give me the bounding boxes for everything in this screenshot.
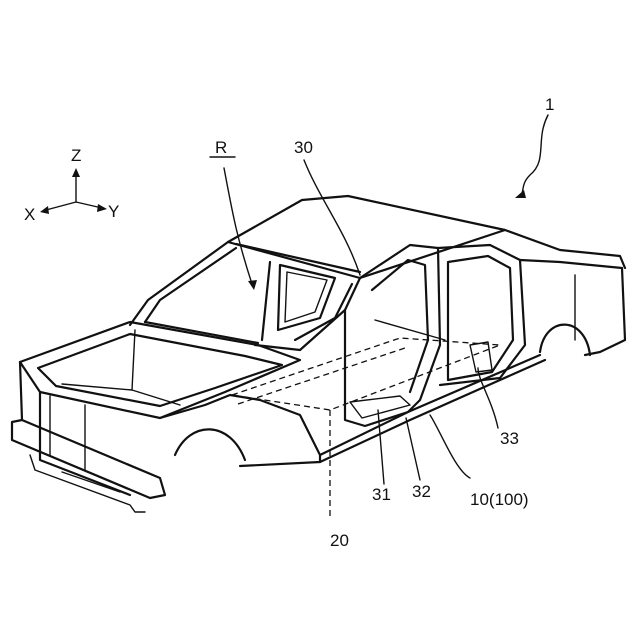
rear-quarter <box>520 260 625 355</box>
leader-1 <box>520 115 548 196</box>
left-a-pillar-inner <box>145 248 236 322</box>
vehicle-body <box>12 196 625 512</box>
leader-10 <box>430 415 470 478</box>
front-wheel-arch <box>175 429 245 460</box>
y-axis-arrowhead <box>97 204 107 212</box>
rear-wheel-arch <box>540 325 590 355</box>
front-left-post <box>20 362 22 420</box>
label-pillar: 30 <box>294 138 313 157</box>
floor-panel-dashed <box>232 338 500 410</box>
label-part-31: 31 <box>372 485 391 504</box>
dashed-hidden-lines <box>232 338 500 520</box>
floor-rail <box>375 320 445 340</box>
label-side-sill: 20 <box>330 531 349 550</box>
roof-front-edge <box>236 244 360 272</box>
x-axis-arrowhead <box>40 206 49 214</box>
label-part-32: 32 <box>412 482 431 501</box>
label-floor: 10(100) <box>470 490 529 509</box>
label-vehicle: 1 <box>545 95 554 114</box>
z-axis-arrowhead <box>72 168 80 177</box>
leader-32 <box>406 418 420 480</box>
engine-bay-inner <box>38 334 282 406</box>
front-bumper <box>12 420 165 498</box>
b-pillar-inner <box>372 260 428 392</box>
engine-bay-top <box>20 322 300 418</box>
windshield-mid <box>262 262 270 340</box>
front-fender <box>160 395 320 466</box>
x-axis-label: X <box>24 205 35 224</box>
coordinate-axes <box>40 168 107 214</box>
y-axis-label: Y <box>108 202 119 221</box>
leader-30 <box>304 160 360 275</box>
x-axis-arrow <box>46 202 76 210</box>
label-region: R <box>215 138 227 157</box>
label-part-33: 33 <box>500 429 519 448</box>
z-axis-label: Z <box>71 146 81 165</box>
leader-r <box>224 168 252 284</box>
part-33-bracket <box>470 342 492 372</box>
left-a-pillar <box>130 242 228 325</box>
